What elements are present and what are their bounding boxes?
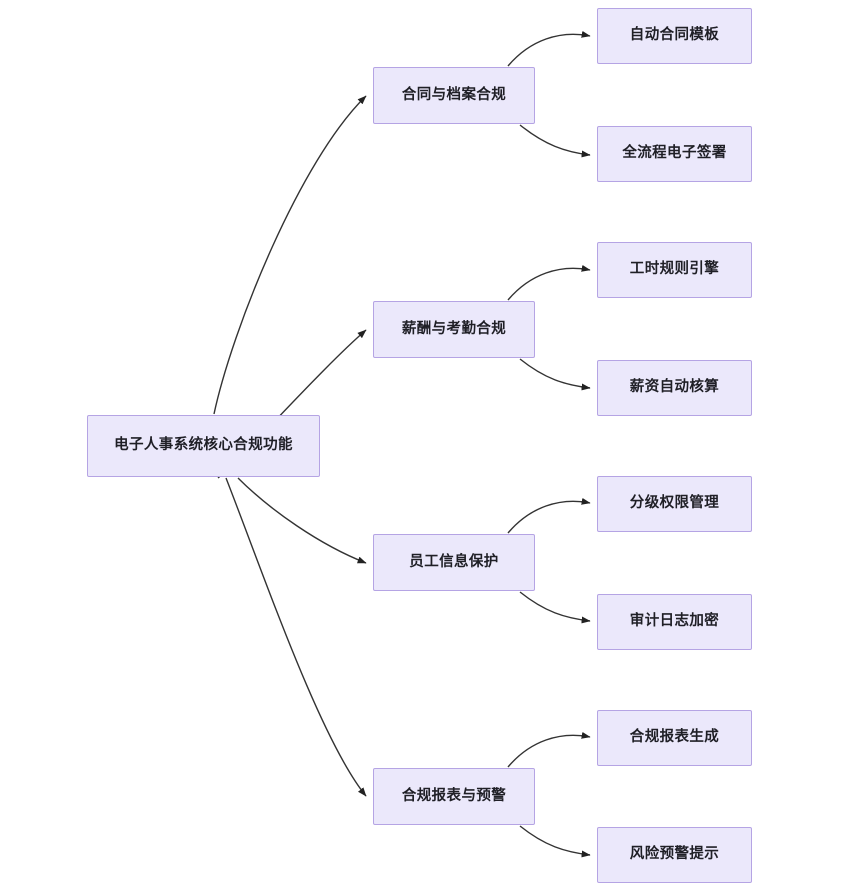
leaf-node-label: 自动合同模板 [629, 27, 720, 44]
root-node-label: 电子人事系统核心合规功能 [114, 437, 293, 454]
edge-branch-2-to-leaf-5 [519, 591, 591, 624]
edge-branch-1-to-leaf-2 [507, 264, 591, 301]
branch-node-contract-archive-compliance[interactable]: 合同与档案合规 [373, 67, 535, 124]
leaf-node-label: 薪资自动核算 [629, 379, 720, 396]
leaf-node-label: 合规报表生成 [629, 729, 720, 746]
branch-node-label: 合同与档案合规 [401, 86, 507, 103]
edge-group-branches-to-leaves [507, 30, 591, 858]
edge-branch-0-to-leaf-0 [507, 30, 591, 67]
branch-node-label: 薪酬与考勤合规 [401, 320, 507, 337]
edge-root-to-branch-0 [213, 95, 367, 415]
leaf-node-automatic-payroll-calculation[interactable]: 薪资自动核算 [597, 360, 752, 416]
edge-branch-3-to-leaf-6 [507, 731, 591, 768]
leaf-node-tiered-permission-management[interactable]: 分级权限管理 [597, 476, 752, 532]
branch-node-employee-information-protection[interactable]: 员工信息保护 [373, 534, 535, 591]
leaf-node-risk-warning-prompt[interactable]: 风险预警提示 [597, 827, 752, 883]
branch-node-label: 合规报表与预警 [401, 787, 507, 804]
leaf-node-label: 风险预警提示 [629, 846, 720, 863]
leaf-node-full-process-esignature[interactable]: 全流程电子签署 [597, 126, 752, 182]
leaf-node-auto-contract-template[interactable]: 自动合同模板 [597, 8, 752, 64]
branch-node-compliance-report-alert[interactable]: 合规报表与预警 [373, 768, 535, 825]
leaf-node-working-hour-rule-engine[interactable]: 工时规则引擎 [597, 242, 752, 298]
branch-node-label: 员工信息保护 [409, 553, 499, 570]
branch-node-payroll-attendance-compliance[interactable]: 薪酬与考勤合规 [373, 301, 535, 358]
edge-branch-1-to-leaf-3 [519, 358, 591, 391]
leaf-node-label: 全流程电子签署 [622, 145, 727, 162]
edge-branch-2-to-leaf-4 [507, 497, 591, 534]
edge-branch-0-to-leaf-1 [519, 124, 591, 158]
root-node[interactable]: 电子人事系统核心合规功能 [87, 415, 320, 477]
leaf-node-compliance-report-generation[interactable]: 合规报表生成 [597, 710, 752, 766]
leaf-node-audit-log-encryption[interactable]: 审计日志加密 [597, 594, 752, 650]
leaf-node-label: 审计日志加密 [629, 613, 720, 630]
edge-branch-3-to-leaf-7 [519, 825, 591, 858]
leaf-node-label: 分级权限管理 [629, 495, 720, 512]
edge-root-to-branch-3 [225, 477, 367, 797]
leaf-node-label: 工时规则引擎 [629, 261, 720, 278]
edge-root-to-branch-2 [237, 477, 367, 564]
